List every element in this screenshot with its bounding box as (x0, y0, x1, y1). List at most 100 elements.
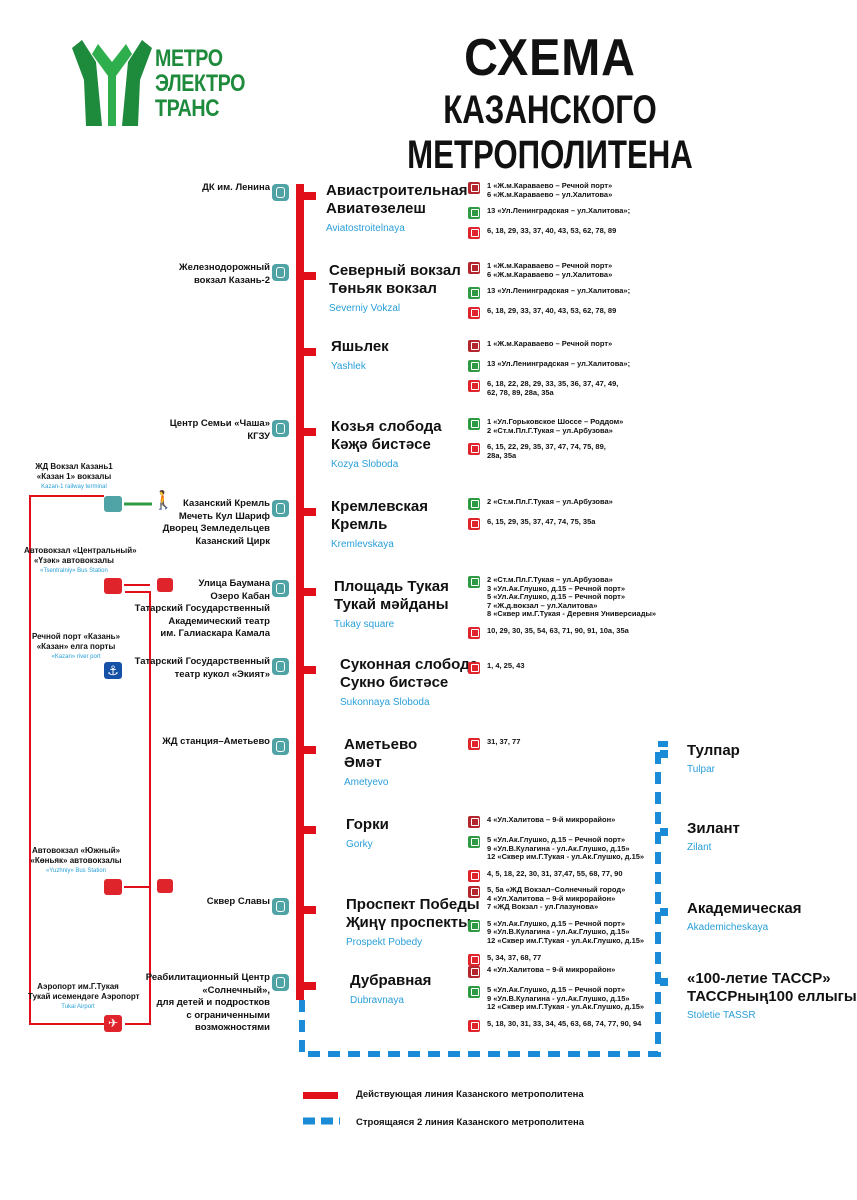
route-line: 6, 18, 29, 33, 37, 40, 43, 53, 62, 78, 8… (487, 306, 617, 316)
poi-item[interactable]: Татарский Государственный (134, 603, 270, 614)
route-line: 9 «Ул.В.Кулагина - ул.Ак.Глушко, д.15» (487, 927, 630, 937)
station-name-ru: Яшьлек (331, 338, 389, 355)
station-tick (304, 982, 316, 990)
poi-item[interactable]: Озеро Кабан (210, 590, 270, 602)
station-name-ru: Горки (346, 816, 389, 833)
side-hub-ru: Автовокзал «Южный» (31, 846, 121, 855)
station-name-latin: Tukay square (334, 619, 395, 630)
tram-icon (468, 966, 480, 978)
station-name-latin: Sukonnaya Sloboda (340, 697, 430, 708)
station-tick (304, 906, 316, 914)
route-line: 9 «Ул.В.Кулагина - ул.Ак.Глушко, д.15» (487, 843, 630, 853)
station-name-ru: Проспект Победы (346, 896, 480, 913)
route-list-bus: 1, 4, 25, 43 (487, 661, 525, 671)
poi-item[interactable]: им. Галиаскара Камала (160, 628, 270, 639)
poi-item[interactable]: Казанский Кремль (183, 498, 270, 509)
side-hub-label[interactable]: Автовокзал «Центральный»«Үзәк» автовокза… (24, 546, 137, 576)
side-hub-en: «Tsentralniy» Bus Station (40, 568, 108, 574)
route-line: 8 «Сквер им.Г.Тукая - Деревня Универсиад… (487, 609, 657, 619)
station-name-latin: Gorky (346, 839, 373, 850)
side-hub-label[interactable]: Автовокзал «Южный»«Көньяк» автовокзалы«Y… (26, 846, 126, 876)
poi-item[interactable]: «Солнечный», (202, 984, 270, 996)
bus-icon (468, 738, 480, 750)
bus-icon-tukay (157, 578, 173, 592)
side-hub-label[interactable]: Речной порт «Казань»«Казан» елга порты«K… (26, 632, 126, 662)
route-line: 1 «Ж.м.Караваево – Речной порт» (487, 339, 613, 348)
station-name-latin: Prospekt Pobedy (346, 937, 423, 948)
poi-item[interactable]: Центр Семьи «Чаша» (169, 418, 270, 429)
route-line: 4 «Ул.Халитова – 9-й микрорайон» (487, 893, 616, 903)
station-name-latin: Kremlevskaya (331, 539, 394, 550)
poi-item[interactable]: с ограниченными (186, 1009, 270, 1021)
station-name-tt: Төньяк вокзал (329, 280, 437, 297)
logo-center (92, 44, 132, 126)
trol-icon (468, 418, 480, 430)
poi-item[interactable]: возможностями (195, 1022, 270, 1033)
route-line: 4, 5, 18, 22, 30, 31, 37,47, 55, 68, 77,… (487, 868, 623, 878)
poi-item[interactable]: Татарский Государственный (134, 656, 270, 667)
route-line: 9 «Ул.В.Кулагина - ул.Ак.Глушко, д.15» (487, 993, 630, 1003)
route-list-bus: 6, 18, 29, 33, 37, 40, 43, 53, 62, 78, 8… (487, 227, 616, 236)
station-tick (304, 428, 316, 436)
side-hub-tt: Тукай исемендәге Аэропорт (28, 992, 140, 1001)
bus-icon (468, 662, 480, 674)
poi-item[interactable]: вокзал Казань-2 (193, 274, 270, 286)
poi-item[interactable]: Сквер Славы (206, 896, 270, 907)
route-line: 6 «Ж.м.Караваево – ул.Халитова» (487, 189, 613, 199)
poi-item[interactable]: Железнодорожный (179, 262, 270, 273)
station-name-latin: Severniy Vokzal (329, 303, 401, 314)
poi-item[interactable]: Казанский Цирк (195, 535, 270, 547)
line-1-trunk (296, 184, 304, 1000)
route-list-tram: 4 «Ул.Халитова – 9-й микрорайон» (487, 815, 615, 825)
poi-item[interactable]: Мечеть Кул Шариф (178, 510, 270, 522)
line-2-route (299, 741, 668, 1057)
poi-item[interactable]: театр кукол «Экият» (174, 668, 270, 680)
line-2-station-tick (660, 978, 668, 986)
route-list-bus: 5, 18, 30, 31, 33, 34, 45, 63, 68, 74, 7… (487, 1019, 641, 1029)
station-tick (304, 588, 316, 596)
line-2-station-tick (660, 750, 668, 758)
route-line: 5 «Ул.Ак.Глушко, д.15 – Речной порт» (487, 985, 626, 994)
trol-icon (468, 498, 480, 510)
route-line: 12 «Сквер им.Г.Тукая - ул.Ак.Глушко, д.1… (487, 1002, 645, 1012)
station-name-tt: Әмәт (344, 754, 382, 771)
side-hub-en: Kazan-1 railway terminal (41, 484, 107, 490)
route-line: 6, 18, 22, 28, 29, 33, 35, 36, 37, 47, 4… (487, 379, 619, 388)
route-line: 13 «Ул.Ленинградская – ул.Халитова»; (487, 206, 631, 216)
legend-line-1: Действующая линия Казанского метрополите… (356, 1089, 584, 1100)
poi-item[interactable]: Улица Баумана (198, 578, 270, 589)
transfer-hub-icon (272, 580, 289, 597)
trol-icon (468, 836, 480, 848)
poi-item[interactable]: ЖД станция–Аметьево (162, 736, 270, 747)
poi-item[interactable]: Дворец Земледельцев (162, 523, 270, 534)
poi-item[interactable]: Академический театр (168, 615, 270, 627)
route-line: 6 «Ж.м.Караваево – ул.Халитова» (487, 269, 613, 279)
tram-icon (468, 816, 480, 828)
metroelectrotrans-logo (72, 40, 152, 126)
station-name-tt: Җиңү проспекты (346, 914, 471, 931)
side-hub-tt: «Көньяк» автовокзалы (30, 856, 122, 865)
poi-item[interactable]: Реабилитационный Центр (145, 972, 270, 983)
poi-item[interactable]: ДК им. Ленина (202, 182, 270, 193)
poi-item[interactable]: для детей и подростков (156, 997, 270, 1008)
side-hub-en: «Kazan» river port (51, 654, 101, 660)
poi-item[interactable]: КГЗУ (247, 430, 270, 442)
route-list-tram: 1 «Ж.м.Караваево – Речной порт» (487, 339, 613, 349)
